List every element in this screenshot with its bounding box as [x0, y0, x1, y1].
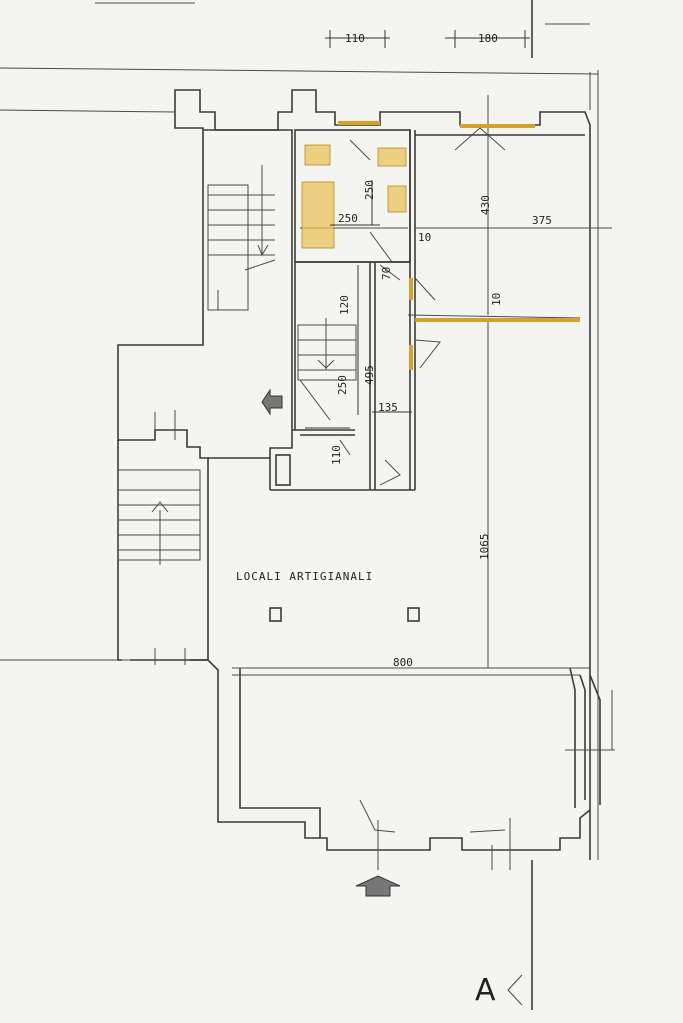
dim-70: 70	[380, 267, 393, 280]
door-swings	[154, 127, 615, 870]
dim-250-stair: 250	[336, 375, 349, 395]
dim-top-110: 110	[345, 32, 365, 45]
staircase-lower	[117, 469, 201, 565]
entry-arrow-main	[355, 875, 401, 897]
pillar-right	[407, 607, 420, 622]
toilet	[377, 147, 407, 167]
dim-250-vertical: 250	[363, 180, 376, 200]
pillar-left	[269, 607, 282, 622]
top-dimension-lines	[95, 0, 590, 58]
room-label: LOCALI ARTIGIANALI	[236, 570, 373, 583]
dim-1065: 1065	[478, 534, 491, 561]
section-marker	[507, 860, 533, 1010]
dim-120: 120	[338, 295, 351, 315]
context-lines	[0, 67, 599, 860]
dim-250-horizontal: 250	[338, 212, 358, 225]
internal-partitions	[208, 95, 612, 668]
dim-495: 495	[363, 365, 376, 385]
section-label: A	[475, 973, 496, 1008]
dim-top-180: 180	[478, 32, 498, 45]
dim-135: 135	[378, 401, 398, 414]
dim-110-mid: 110	[330, 445, 343, 465]
dim-10-b: 10	[490, 293, 503, 306]
dim-375: 375	[532, 214, 552, 227]
internal-dimension-lines	[305, 180, 412, 429]
staircase-middle	[297, 318, 357, 421]
dim-800: 800	[393, 656, 413, 669]
washbasin	[304, 144, 331, 166]
staircase-upper	[207, 165, 276, 311]
dim-10-a: 10	[418, 231, 431, 244]
building-walls	[117, 89, 601, 860]
bathtub	[301, 181, 335, 249]
bidet	[387, 185, 407, 213]
dim-430: 430	[479, 195, 492, 215]
entry-arrow-side	[261, 388, 283, 416]
highlighted-elements	[301, 121, 580, 370]
